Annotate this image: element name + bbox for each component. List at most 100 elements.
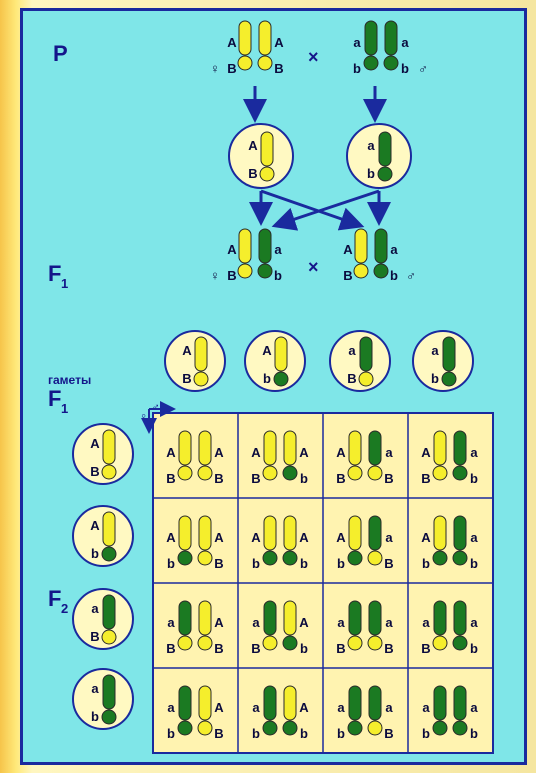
f1-gamete-left-0-chromosome-arm: [102, 429, 116, 465]
f2-cell-2-0-gene-top-left: a: [167, 615, 175, 630]
f2-cell-1-0-chromosome-left-arm: [178, 515, 192, 551]
f2-cell-0-0-chromosome-left-centromere: [177, 465, 193, 481]
f2-cell-2-0-chromosome-left-arm: [178, 600, 192, 636]
f2-cell-1-0-chromosome-right-arm: [198, 515, 212, 551]
f1-gamete-top-0-gene-top: A: [182, 343, 192, 358]
f2-cell-2-3-chromosome-right-centromere: [452, 635, 468, 651]
f1-gamete-top-1-chromosome-centromere: [273, 371, 289, 387]
parent-male-sex-sign: ♂: [418, 61, 428, 76]
f1-male-sex-sign: ♂: [406, 268, 416, 283]
f2-cell-3-3-chromosome-right-centromere: [452, 720, 468, 736]
f2-cell-0-3-gene-bottom-left: B: [421, 471, 430, 486]
f2-cell-2-0-gene-bottom-right: B: [214, 641, 223, 656]
f2-cell-2-0-chromosome-right-centromere: [197, 635, 213, 651]
cross-sign-parents: ×: [308, 47, 319, 67]
f2-cell-2-0-chromosome-left-centromere: [177, 635, 193, 651]
f2-cell-0-2-chromosome-left-arm: [348, 430, 362, 466]
f1-gamete-left-2-gene-top: a: [91, 601, 99, 616]
label-gametes-f-sub: 1: [61, 401, 68, 416]
f1-gamete-left-1-chromosome-arm: [102, 511, 116, 547]
f2-cell-2-2-chromosome-left-centromere: [347, 635, 363, 651]
f1-gamete-top-1-chromosome-arm: [274, 336, 288, 372]
f1-hybrid-male-gene-top-right: a: [390, 242, 398, 257]
arrow-gamete-female-cross: [260, 189, 365, 231]
parent-gamete-female-gene-top: A: [248, 138, 258, 153]
f2-cell-2-2-gene-top-right: a: [385, 615, 393, 630]
arrow-gamete-male-cross: [271, 189, 380, 231]
label-f1: F: [48, 261, 61, 286]
f1-gamete-top-2-chromosome-arm: [359, 336, 373, 372]
f2-cell-1-0-gene-top-left: A: [166, 530, 176, 545]
f2-cell-3-1-gene-bottom-right: b: [300, 726, 308, 741]
f2-cell-3-0-gene-bottom-right: B: [214, 726, 223, 741]
f2-cell-0-2-chromosome-left-centromere: [347, 465, 363, 481]
parent-female-gene-top-left: A: [227, 35, 237, 50]
f2-cell-2-1-gene-top-left: a: [252, 615, 260, 630]
f2-cell-0-0-chromosome-right-centromere: [197, 465, 213, 481]
f1-hybrid-female-gene-bottom-right: b: [274, 268, 282, 283]
f2-cell-3-0-gene-top-right: A: [214, 700, 224, 715]
f2-cell-2-3-chromosome-left-arm: [433, 600, 447, 636]
f2-cell-1-3-gene-bottom-right: b: [470, 556, 478, 571]
f1-hybrid-male-chromosome-left-arm: [354, 228, 368, 264]
f2-cell-3-1-chromosome-left-centromere: [262, 720, 278, 736]
f2-cell-3-3-gene-top-right: a: [470, 700, 478, 715]
f2-cell-0-1-chromosome-right-centromere: [282, 465, 298, 481]
f2-cell-2-0-gene-bottom-left: B: [166, 641, 175, 656]
parent-gamete-male-gene-bottom: b: [367, 166, 375, 181]
f2-cell-1-3-gene-bottom-left: b: [422, 556, 430, 571]
f1-gamete-left-0-chromosome-centromere: [101, 464, 117, 480]
f2-cell-3-0-gene-top-left: a: [167, 700, 175, 715]
f1-gamete-top-0-chromosome-arm: [194, 336, 208, 372]
label-f2: F: [48, 586, 61, 611]
f2-cell-3-0-chromosome-left-centromere: [177, 720, 193, 736]
f1-hybrid-female-gene-top-right: a: [274, 242, 282, 257]
parent-gamete-male-chromosome-arm: [378, 131, 392, 167]
parent-male-gene-top-right: a: [401, 35, 409, 50]
f2-cell-2-0-gene-top-right: A: [214, 615, 224, 630]
f2-cell-1-3-gene-top-right: a: [470, 530, 478, 545]
label-f2-sub: 2: [61, 601, 68, 616]
label-gametes: гаметы: [48, 373, 91, 387]
f2-cell-3-3-chromosome-left-arm: [433, 685, 447, 721]
f1-gamete-top-2-chromosome-centromere: [358, 371, 374, 387]
f1-gamete-top-3-gene-bottom: b: [431, 371, 439, 386]
f1-female-sex-sign: ♀: [210, 268, 220, 283]
parent-female-chromosome-right-arm: [258, 20, 272, 56]
f2-cell-3-2-chromosome-right-arm: [368, 685, 382, 721]
f2-cell-0-3-gene-bottom-right: b: [470, 471, 478, 486]
f2-cell-2-2-gene-top-left: a: [337, 615, 345, 630]
parent-female-chromosome-left-arm: [238, 20, 252, 56]
f2-cell-3-2-chromosome-left-arm: [348, 685, 362, 721]
f2-cell-1-1-chromosome-right-centromere: [282, 550, 298, 566]
f2-cell-2-1-chromosome-left-centromere: [262, 635, 278, 651]
f2-cell-1-2-gene-bottom-right: B: [384, 556, 393, 571]
parent-gamete-female-chromosome-centromere: [259, 166, 275, 182]
parent-gamete-male-gene-top: a: [367, 138, 375, 153]
f1-gamete-left-3-gene-bottom: b: [91, 709, 99, 724]
f2-cell-1-1-chromosome-right-arm: [283, 515, 297, 551]
f1-hybrid-male-gene-bottom-right: b: [390, 268, 398, 283]
f2-cell-3-0-gene-bottom-left: b: [167, 726, 175, 741]
f2-cell-3-2-chromosome-right-centromere: [367, 720, 383, 736]
f2-cell-2-3-chromosome-left-centromere: [432, 635, 448, 651]
f2-cell-1-3-gene-top-left: A: [421, 530, 431, 545]
f2-cell-2-1-gene-top-right: A: [299, 615, 309, 630]
f1-hybrid-male-chromosome-right-arm: [374, 228, 388, 264]
f1-gamete-top-2-gene-top: a: [348, 343, 356, 358]
f2-cell-3-0-chromosome-left-arm: [178, 685, 192, 721]
f2-cell-0-3-chromosome-left-centromere: [432, 465, 448, 481]
f1-hybrid-female-gene-top-left: A: [227, 242, 237, 257]
f2-cell-2-3-gene-bottom-right: b: [470, 641, 478, 656]
f1-gamete-left-1-gene-top: A: [90, 518, 100, 533]
f2-cell-2-1-gene-bottom-right: b: [300, 641, 308, 656]
parent-male-gene-top-left: a: [353, 35, 361, 50]
f1-gamete-top-3-gene-top: a: [431, 343, 439, 358]
parent-female-sex-sign: ♀: [210, 61, 220, 76]
f2-cell-1-0-chromosome-right-centromere: [197, 550, 213, 566]
f2-cell-3-2-gene-top-right: a: [385, 700, 393, 715]
f2-cell-3-0-chromosome-right-centromere: [197, 720, 213, 736]
f1-gamete-top-3-chromosome-arm: [442, 336, 456, 372]
